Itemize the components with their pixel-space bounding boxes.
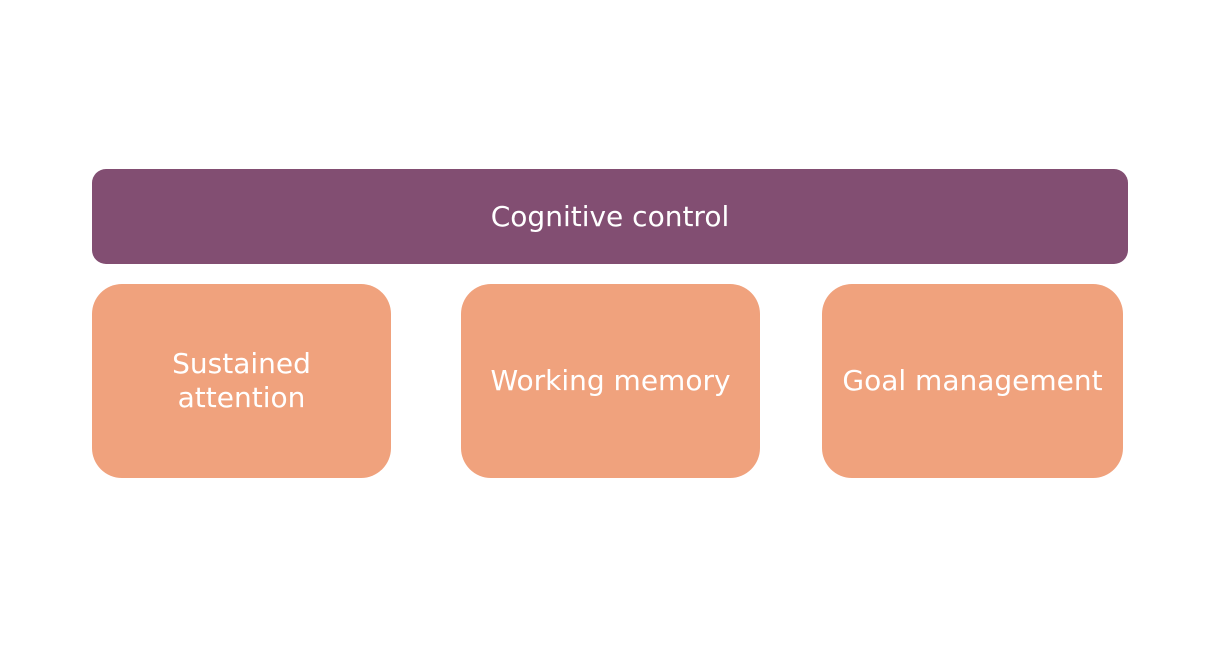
cognitive-control-label: Cognitive control bbox=[490, 199, 730, 233]
sustained-attention-label: Sustained attention bbox=[172, 347, 311, 414]
cognitive-control-box: Cognitive control bbox=[92, 169, 1128, 264]
goal-management-label: Goal management bbox=[842, 364, 1103, 397]
goal-management-box: Goal management bbox=[822, 284, 1123, 478]
working-memory-label: Working memory bbox=[490, 364, 731, 397]
working-memory-box: Working memory bbox=[461, 284, 760, 478]
sustained-attention-box: Sustained attention bbox=[92, 284, 391, 478]
